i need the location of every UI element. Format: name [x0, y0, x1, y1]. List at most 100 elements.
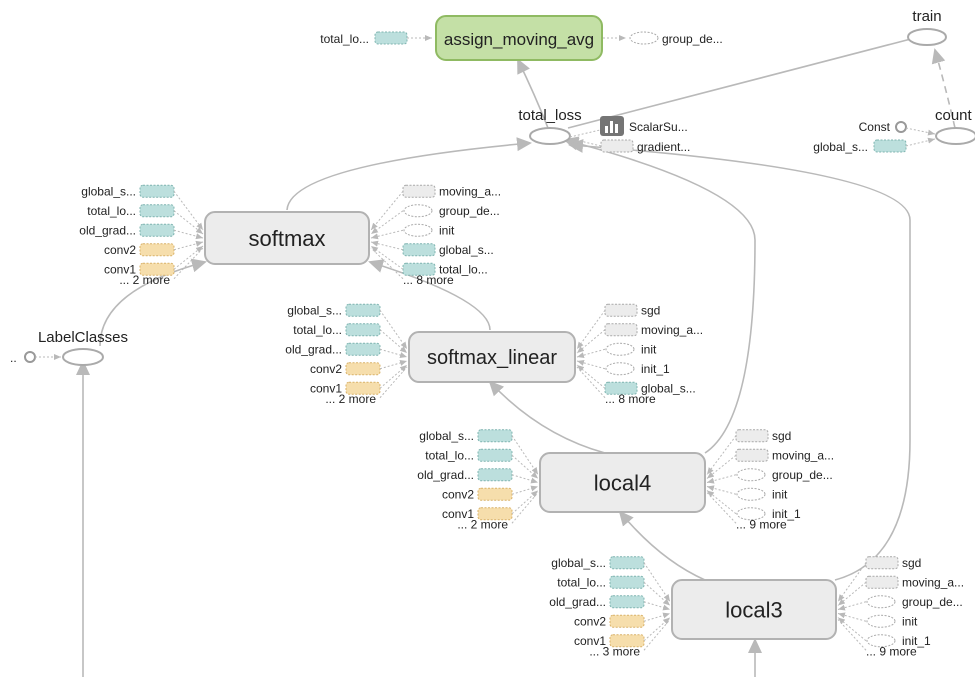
dashed-edge — [576, 348, 606, 359]
softmax-linear-input-chip[interactable] — [345, 303, 381, 317]
label-classes-input-node[interactable] — [24, 351, 36, 363]
softmax-linear-right-more[interactable]: ... 8 more — [605, 392, 656, 406]
local3-output-chip[interactable] — [866, 634, 896, 648]
local3-left-more[interactable]: ... 3 more — [589, 644, 640, 658]
softmax-linear-input-chip[interactable] — [345, 362, 381, 376]
softmax-linear-node[interactable] — [408, 331, 576, 383]
dashed-edge — [643, 562, 671, 602]
local4-right-more[interactable]: ... 9 more — [736, 517, 787, 531]
scalar-summary-label: ScalarSu... — [629, 120, 688, 134]
local4-input-label: total_lo... — [425, 448, 474, 462]
local3-input-chip[interactable] — [609, 575, 645, 589]
local4-output-chip[interactable] — [736, 507, 766, 521]
dashed-edge — [370, 240, 404, 251]
softmax-label: softmax — [248, 226, 325, 251]
train-node[interactable] — [907, 28, 947, 46]
local4-input-label: old_grad... — [417, 468, 474, 482]
softmax-input-chip[interactable] — [139, 184, 175, 198]
local3-input-chip[interactable] — [609, 556, 645, 570]
local4-node[interactable] — [539, 452, 706, 513]
local4-input-chip[interactable] — [477, 487, 513, 501]
local4-output-label: sgd — [772, 429, 791, 443]
softmax-input-label: conv2 — [104, 243, 136, 257]
dashed-edge — [379, 348, 408, 358]
local4-input-chip[interactable] — [477, 429, 513, 443]
softmax-input-chip[interactable] — [139, 243, 175, 257]
softmax-input-chip[interactable] — [139, 204, 175, 218]
assign-input-chip[interactable] — [374, 31, 408, 45]
local3-input-label: conv2 — [574, 614, 606, 628]
local3-input-label: old_grad... — [549, 595, 606, 609]
softmax-left-more[interactable]: ... 2 more — [119, 273, 170, 287]
local3-output-chip[interactable] — [865, 556, 899, 570]
local4-input-chip[interactable] — [477, 468, 513, 482]
local4-output-chip[interactable] — [736, 487, 766, 501]
dashed-edge — [511, 474, 539, 484]
local3-output-label: sgd — [902, 556, 921, 570]
dashed-edge — [379, 366, 408, 399]
assign-output-chip[interactable] — [629, 31, 659, 45]
softmax-linear-output-chip[interactable] — [605, 362, 635, 376]
gradient-chip[interactable] — [600, 139, 634, 153]
local3-output-chip[interactable] — [866, 595, 896, 609]
softmax-linear-input-label: global_s... — [287, 303, 342, 317]
softmax-output-chip[interactable] — [403, 204, 433, 218]
softmax-linear-input-chip[interactable] — [345, 323, 381, 337]
dashed-edge — [576, 359, 606, 370]
local4-left-more[interactable]: ... 2 more — [457, 517, 508, 531]
softmax-linear-output-label: moving_a... — [641, 323, 703, 337]
softmax-linear-label: softmax_linear — [427, 347, 557, 369]
local3-input-chip[interactable] — [609, 614, 645, 628]
label-classes-group: LabelClasses .. — [10, 329, 128, 366]
local4-input-chip[interactable] — [477, 507, 513, 521]
count-group: count Const global_s... — [813, 107, 975, 154]
softmax-linear-output-chip[interactable] — [605, 342, 635, 356]
label-classes-node[interactable] — [62, 348, 104, 366]
local4-input-chip[interactable] — [477, 448, 513, 462]
softmax-linear-input-label: conv1 — [310, 381, 342, 395]
softmax-input-label: global_s... — [81, 184, 136, 198]
count-node[interactable] — [935, 127, 975, 145]
softmax-output-chip[interactable] — [402, 243, 436, 257]
dashed-edge — [511, 454, 539, 479]
gradient-label: gradient... — [637, 140, 690, 154]
softmax-linear-output-chip[interactable] — [604, 303, 638, 317]
softmax-right-more[interactable]: ... 8 more — [403, 273, 454, 287]
softmax-input-label: total_lo... — [87, 204, 136, 218]
dashed-edge — [706, 490, 737, 515]
softmax-linear-output-chip[interactable] — [604, 323, 638, 337]
count-input-chip[interactable] — [873, 139, 907, 153]
dashed-edge — [379, 360, 408, 370]
local4-output-chip[interactable] — [736, 468, 766, 482]
local4-output-label: init_1 — [772, 507, 801, 521]
dashed-edge — [643, 619, 671, 651]
local3-output-chip[interactable] — [866, 614, 896, 628]
local4-output-chip[interactable] — [735, 448, 769, 462]
softmax-linear-output-label: sgd — [641, 303, 660, 317]
dashed-edge — [837, 601, 867, 611]
softmax-input-chip[interactable] — [139, 223, 175, 237]
local4-cluster: local4global_s...total_lo...old_grad...c… — [417, 429, 834, 532]
total-loss-node[interactable] — [529, 127, 571, 145]
softmax-output-chip[interactable] — [402, 184, 436, 198]
local4-output-chip[interactable] — [735, 429, 769, 443]
local3-input-chip[interactable] — [609, 595, 645, 609]
local3-node[interactable] — [671, 579, 837, 640]
local3-output-chip[interactable] — [865, 575, 899, 589]
label-classes-label: LabelClasses — [38, 329, 128, 346]
softmax-output-label: global_s... — [439, 243, 494, 257]
const-node[interactable] — [895, 121, 907, 133]
scalar-bar-icon — [610, 121, 613, 133]
softmax-linear-input-chip[interactable] — [345, 342, 381, 356]
local3-right-more[interactable]: ... 9 more — [866, 644, 917, 658]
softmax-linear-left-more[interactable]: ... 2 more — [325, 392, 376, 406]
softmax-output-chip[interactable] — [403, 223, 433, 237]
softmax-linear-input-label: total_lo... — [293, 323, 342, 337]
local3-input-label: global_s... — [551, 556, 606, 570]
local4-label: local4 — [594, 470, 651, 495]
softmax-node[interactable] — [204, 211, 370, 265]
dashed-edge — [370, 210, 404, 235]
assign-moving-avg-node[interactable] — [435, 15, 603, 61]
dashed-edge — [511, 435, 539, 475]
